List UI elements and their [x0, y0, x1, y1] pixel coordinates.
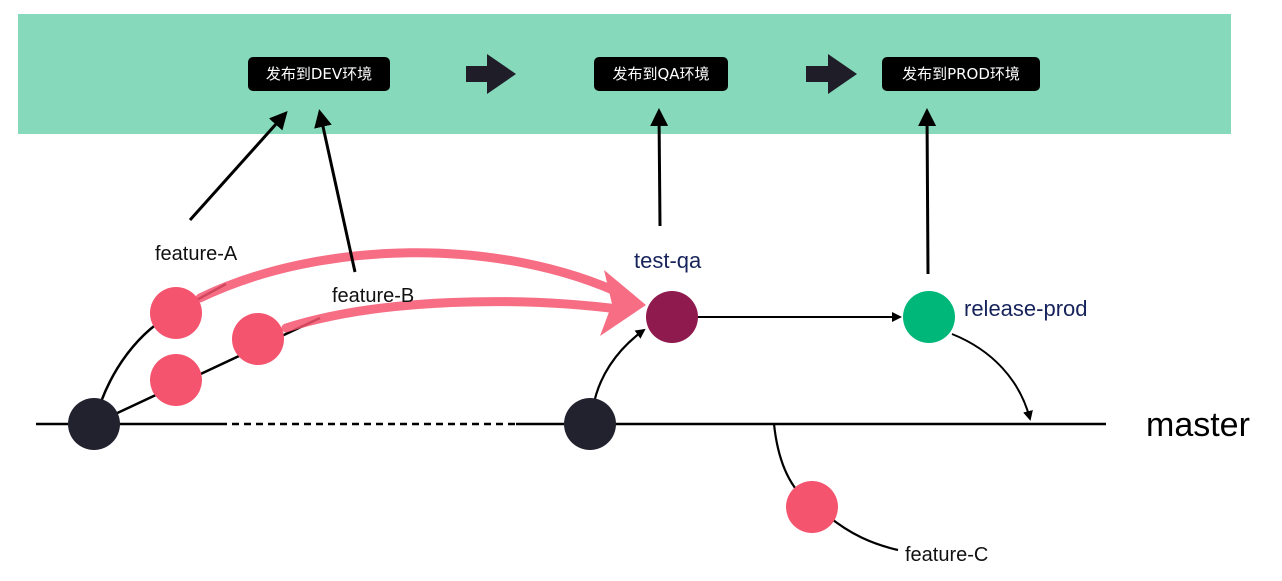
feature-b-branch-line	[93, 316, 321, 426]
test-qa-label: test-qa	[634, 248, 702, 273]
prod-stage-label: 发布到PROD环境	[902, 65, 1020, 83]
feature-b-commit	[232, 313, 284, 365]
feature-a-to-dev-arrow	[188, 111, 288, 222]
test-qa-commit	[646, 291, 698, 343]
merge-arrowhead-icon	[600, 270, 646, 336]
feature-b-label: feature-B	[332, 285, 415, 307]
master-label: master	[1146, 406, 1250, 444]
merge-arrows	[195, 248, 646, 336]
right-arrow-icon	[466, 54, 516, 94]
feature-b-merge-arrow	[281, 297, 631, 333]
release-prod-label: release-prod	[964, 296, 1088, 321]
feature-commit	[150, 354, 202, 406]
feature-c-label: feature-C	[905, 544, 989, 566]
dev-stage-box: 发布到DEV环境	[248, 57, 390, 91]
release-to-master-line	[951, 333, 1033, 421]
qa-stage-label: 发布到QA环境	[612, 65, 710, 83]
qa-stage-box: 发布到QA环境	[594, 57, 728, 91]
feature-b-to-dev-arrow	[314, 109, 357, 273]
feature-a-merge-arrow	[195, 248, 631, 303]
test-qa-to-qa-arrow	[650, 108, 669, 227]
release-prod-commit	[903, 291, 955, 343]
feature-a-commit	[150, 287, 202, 339]
feature-c-commit	[786, 481, 838, 533]
feature-c-tail-line	[827, 515, 899, 552]
prod-stage-box: 发布到PROD环境	[882, 57, 1040, 91]
feature-a-label: feature-A	[155, 243, 238, 265]
release-to-prod-arrow	[918, 108, 937, 275]
test-qa-branch-line	[591, 328, 646, 409]
right-arrow-icon	[806, 54, 857, 94]
master-commit	[68, 398, 120, 450]
master-commit	[564, 398, 616, 450]
dev-stage-label: 发布到DEV环境	[265, 65, 373, 83]
